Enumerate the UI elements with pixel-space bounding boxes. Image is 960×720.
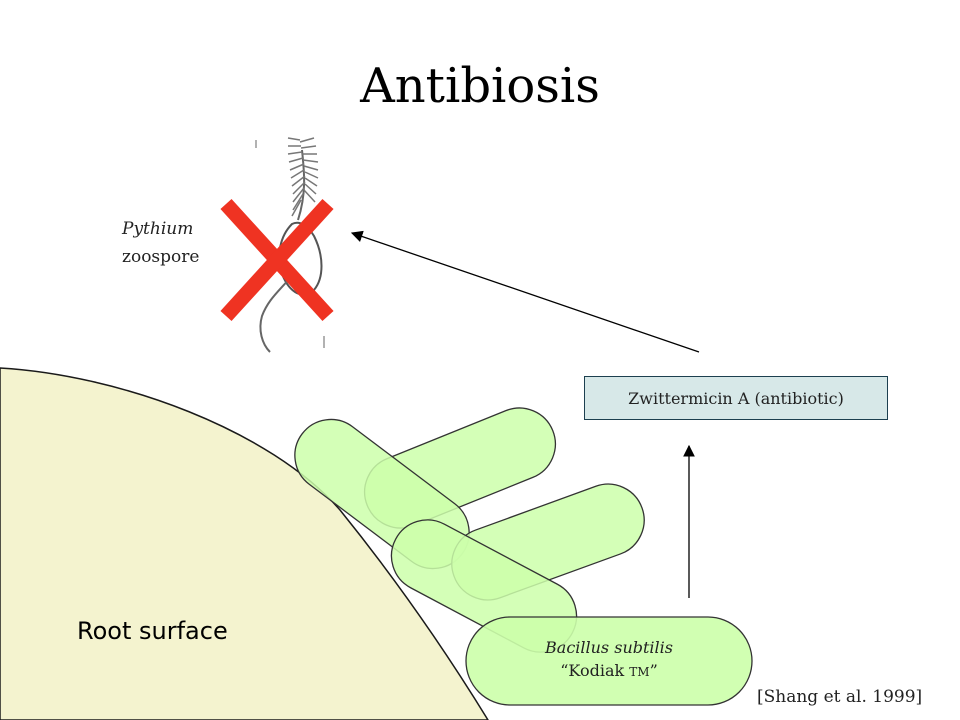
antibiotic-label: Zwittermicin A (antibiotic)	[628, 388, 844, 408]
bacillus-cells	[294, 407, 753, 706]
bacterial-cell-labeled	[465, 616, 753, 706]
antibiotic-box: Zwittermicin A (antibiotic)	[584, 376, 888, 420]
bacterium-label: Bacillus subtilis “Kodiak TM”	[466, 636, 752, 682]
root-surface-label: Root surface	[77, 617, 228, 645]
bacterium-species: Bacillus subtilis	[545, 638, 673, 657]
pathogen-stage-label: zoospore	[122, 247, 200, 267]
pathogen-genus-label: Pythium	[122, 219, 194, 239]
bacterium-strain: “Kodiak TM”	[466, 659, 752, 682]
arrow-antibiotic-to-pathogen	[350, 230, 700, 353]
citation: [Shang et al. 1999]	[757, 687, 923, 707]
trademark-mark: TM	[629, 665, 650, 680]
root-surface	[0, 367, 489, 720]
kill-mark-icon	[220, 198, 334, 322]
slide-title: Antibiosis	[360, 58, 600, 114]
strain-close-quote: ”	[649, 661, 658, 681]
strain-name: “Kodiak	[560, 661, 630, 681]
